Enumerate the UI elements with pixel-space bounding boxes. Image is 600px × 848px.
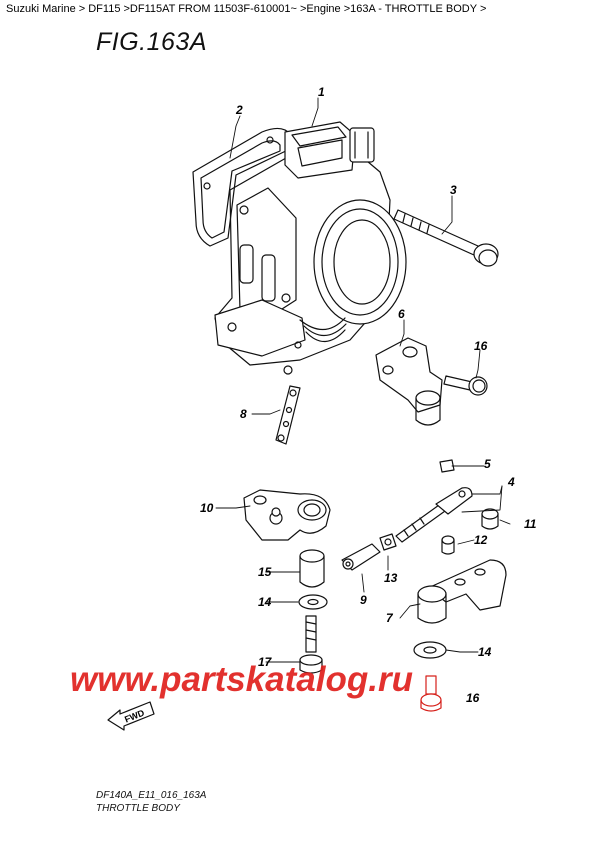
small-stud-part bbox=[441, 535, 455, 555]
callout-15: 15 bbox=[258, 565, 272, 579]
long-bolt-part bbox=[393, 209, 499, 267]
fwd-arrow-icon bbox=[107, 701, 155, 731]
leader-lines bbox=[215, 97, 511, 663]
callout-8: 8 bbox=[240, 407, 247, 421]
bracket-bolt-part bbox=[443, 375, 488, 396]
callout-16-lower: 16 bbox=[466, 691, 480, 705]
throttle-body-part bbox=[214, 121, 407, 366]
callout-5: 5 bbox=[484, 457, 491, 471]
callout-11: 11 bbox=[524, 517, 537, 531]
callout-14-right: 14 bbox=[478, 645, 492, 659]
callout-4: 4 bbox=[507, 475, 515, 489]
washer-right-part bbox=[413, 641, 447, 659]
callout-10: 10 bbox=[200, 501, 214, 515]
watermark: www.partskatalog.ru bbox=[70, 660, 413, 699]
throttle-lever-part bbox=[243, 489, 331, 541]
callout-6: 6 bbox=[398, 307, 405, 321]
adjuster-rod-part bbox=[395, 487, 473, 543]
callout-13: 13 bbox=[384, 571, 398, 585]
callout-16-upper: 16 bbox=[474, 339, 488, 353]
gasket-part bbox=[192, 127, 293, 247]
callout-1: 1 bbox=[318, 85, 325, 99]
callout-12: 12 bbox=[474, 533, 488, 547]
bolt-lower-part bbox=[420, 675, 442, 712]
ball-stud-part bbox=[481, 508, 499, 530]
link-rod-part bbox=[275, 365, 301, 445]
bracket-part bbox=[375, 337, 443, 426]
callout-2: 2 bbox=[235, 103, 243, 117]
callout-7: 7 bbox=[386, 611, 394, 625]
washer-left-part bbox=[298, 594, 328, 610]
breadcrumb: Suzuki Marine > DF115 >DF115AT FROM 1150… bbox=[6, 3, 487, 15]
drawing-name: THROTTLE BODY bbox=[96, 803, 180, 814]
callout-3: 3 bbox=[450, 183, 457, 197]
callout-9: 9 bbox=[360, 593, 367, 607]
bolt-left-part bbox=[299, 615, 323, 674]
joint-part bbox=[341, 543, 381, 571]
callout-14-left: 14 bbox=[258, 595, 272, 609]
nut-part bbox=[379, 533, 397, 551]
collar-part bbox=[299, 549, 325, 588]
clip-part bbox=[439, 459, 455, 473]
figure-title: FIG.163A bbox=[96, 28, 207, 56]
lever-arm-part bbox=[417, 559, 507, 624]
drawing-code: DF140A_E11_016_163A bbox=[96, 790, 207, 801]
callout-17: 17 bbox=[258, 655, 273, 669]
